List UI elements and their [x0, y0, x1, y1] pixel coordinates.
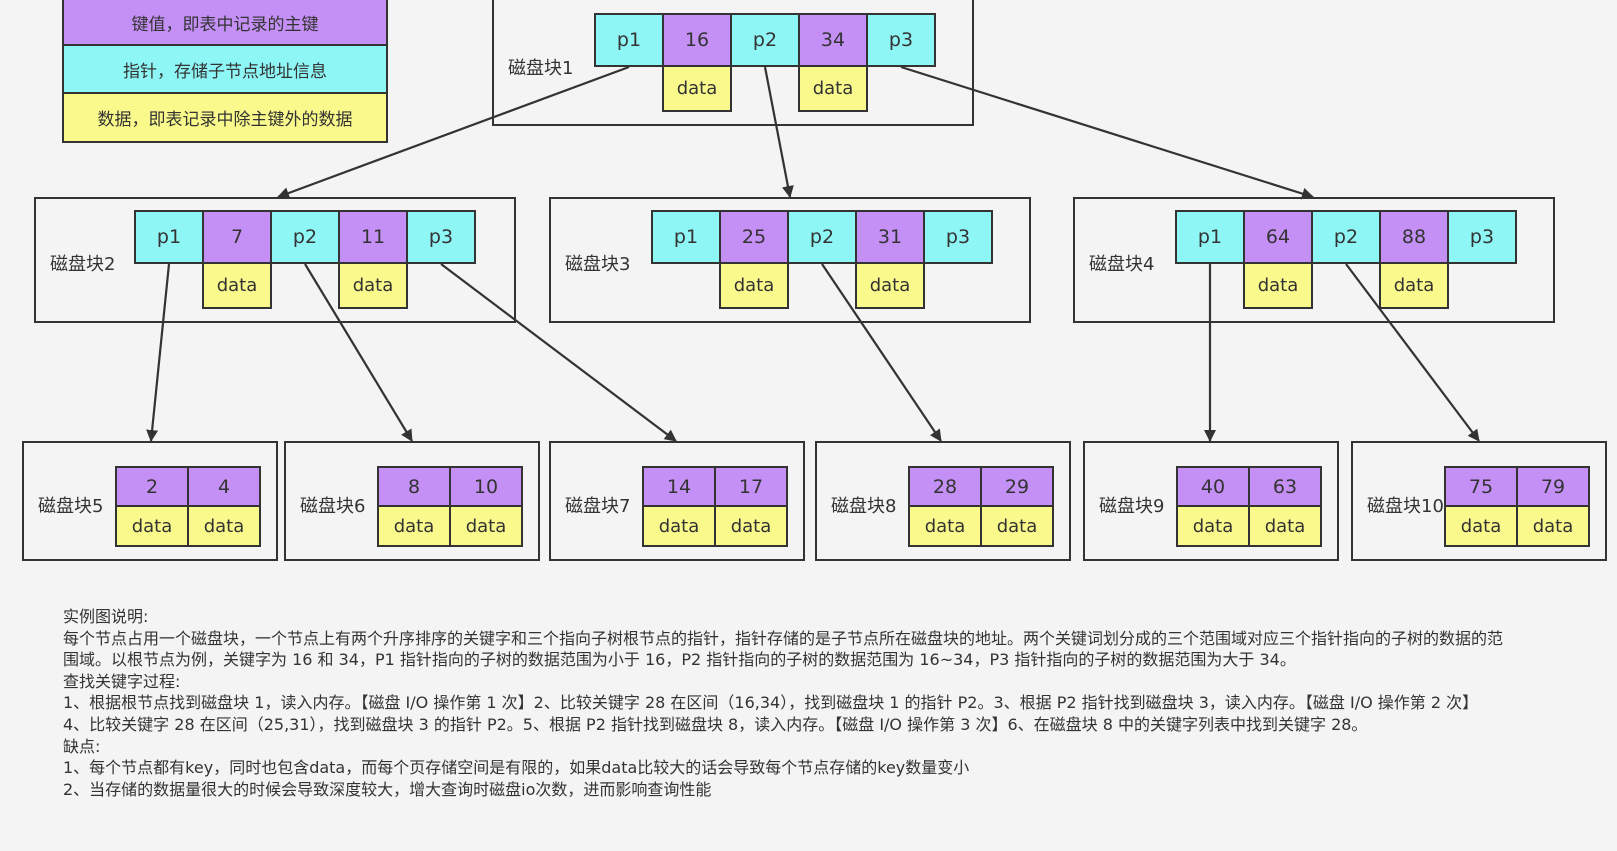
search-process-steps: 1、根据根节点找到磁盘块 1，读入内存。【磁盘 I/O 操作第 1 次】2、比较… [63, 693, 1479, 734]
data-cell: data [377, 505, 451, 547]
disk-block-label: 磁盘块4 [1089, 254, 1155, 275]
key-cell: 29 [980, 466, 1054, 507]
key-cell: 8 [377, 466, 451, 507]
legend-key-text: 键值，即表中记录的主键 [131, 14, 319, 35]
data-cell: data [1248, 505, 1322, 547]
key-cell: 31 [855, 210, 925, 264]
description: 实例图说明: 每个节点占用一个磁盘块，一个节点上有两个升序排序的关键字和三个指向… [63, 606, 1503, 800]
data-cell: data [980, 505, 1054, 547]
key-cell: 25 [719, 210, 789, 264]
data-cell: data [714, 505, 788, 547]
data-cell: data [338, 262, 408, 309]
key-cell: 10 [449, 466, 523, 507]
disk-block-label: 磁盘块2 [50, 254, 116, 275]
pointer-cell: p2 [730, 13, 800, 67]
key-cell: 11 [338, 210, 408, 264]
pointer-cell: p3 [406, 210, 476, 264]
disk-block-label: 磁盘块5 [38, 496, 104, 517]
key-cell: 17 [714, 466, 788, 507]
disk-block-label: 磁盘块3 [565, 254, 631, 275]
key-cell: 64 [1243, 210, 1313, 264]
pointer-cell: p3 [1447, 210, 1517, 264]
key-cell: 16 [662, 13, 732, 67]
disk-block-label: 磁盘块6 [300, 496, 366, 517]
data-cell: data [1176, 505, 1250, 547]
data-cell: data [1243, 262, 1313, 309]
disk-block-label: 磁盘块9 [1099, 496, 1165, 517]
data-cell: data [1444, 505, 1518, 547]
key-cell: 2 [115, 466, 189, 507]
con-item: 2、当存储的数据量很大的时候会导致深度较大，增大查询时磁盘io次数，进而影响查询… [63, 779, 712, 799]
legend-data-text: 数据，即表记录中除主键外的数据 [97, 110, 353, 130]
data-cell: data [719, 262, 789, 309]
key-cell: 4 [187, 466, 261, 507]
key-cell: 34 [798, 13, 868, 67]
legend-pointer: 指针，存储子节点地址信息 [62, 46, 388, 94]
pointer-cell: p3 [866, 13, 936, 67]
disk-block-label: 磁盘块8 [831, 496, 897, 517]
key-cell: 40 [1176, 466, 1250, 507]
disk-block-label: 磁盘块10 [1367, 496, 1444, 517]
legend-data: 数据，即表记录中除主键外的数据 [62, 94, 388, 143]
key-cell: 63 [1248, 466, 1322, 507]
data-cell: data [1379, 262, 1449, 309]
data-cell: data [855, 262, 925, 309]
data-cell: data [187, 505, 261, 547]
description-title: 实例图说明: [63, 607, 149, 626]
pointer-cell: p2 [270, 210, 340, 264]
data-cell: data [1516, 505, 1590, 547]
data-cell: data [642, 505, 716, 547]
key-cell: 88 [1379, 210, 1449, 264]
disk-block-label: 磁盘块1 [508, 58, 574, 79]
con-item: 1、每个节点都有key，同时也包含data，而每个页存储空间是有限的，如果dat… [63, 758, 970, 778]
pointer-cell: p3 [923, 210, 993, 264]
data-cell: data [662, 65, 732, 112]
description-paragraph: 每个节点占用一个磁盘块，一个节点上有两个升序排序的关键字和三个指向子树根节点的指… [63, 628, 1504, 670]
key-cell: 14 [642, 466, 716, 507]
pointer-cell: p2 [787, 210, 857, 264]
pointer-cell: p1 [134, 210, 204, 264]
legend-key: 键值，即表中记录的主键 [62, 0, 388, 46]
data-cell: data [798, 65, 868, 112]
pointer-cell: p1 [651, 210, 721, 264]
key-cell: 75 [1444, 466, 1518, 507]
data-cell: data [908, 505, 982, 547]
data-cell: data [115, 505, 189, 547]
disk-block-label: 磁盘块7 [565, 496, 631, 517]
pointer-cell: p2 [1311, 210, 1381, 264]
data-cell: data [449, 505, 523, 547]
search-process-title: 查找关键字过程: [63, 671, 181, 691]
legend-pointer-text: 指针，存储子节点地址信息 [123, 61, 327, 82]
pointer-cell: p1 [1175, 210, 1245, 264]
key-cell: 7 [202, 210, 272, 264]
data-cell: data [202, 262, 272, 309]
key-cell: 79 [1516, 466, 1590, 507]
pointer-cell: p1 [594, 13, 664, 67]
cons-title: 缺点: [63, 736, 101, 756]
key-cell: 28 [908, 466, 982, 507]
